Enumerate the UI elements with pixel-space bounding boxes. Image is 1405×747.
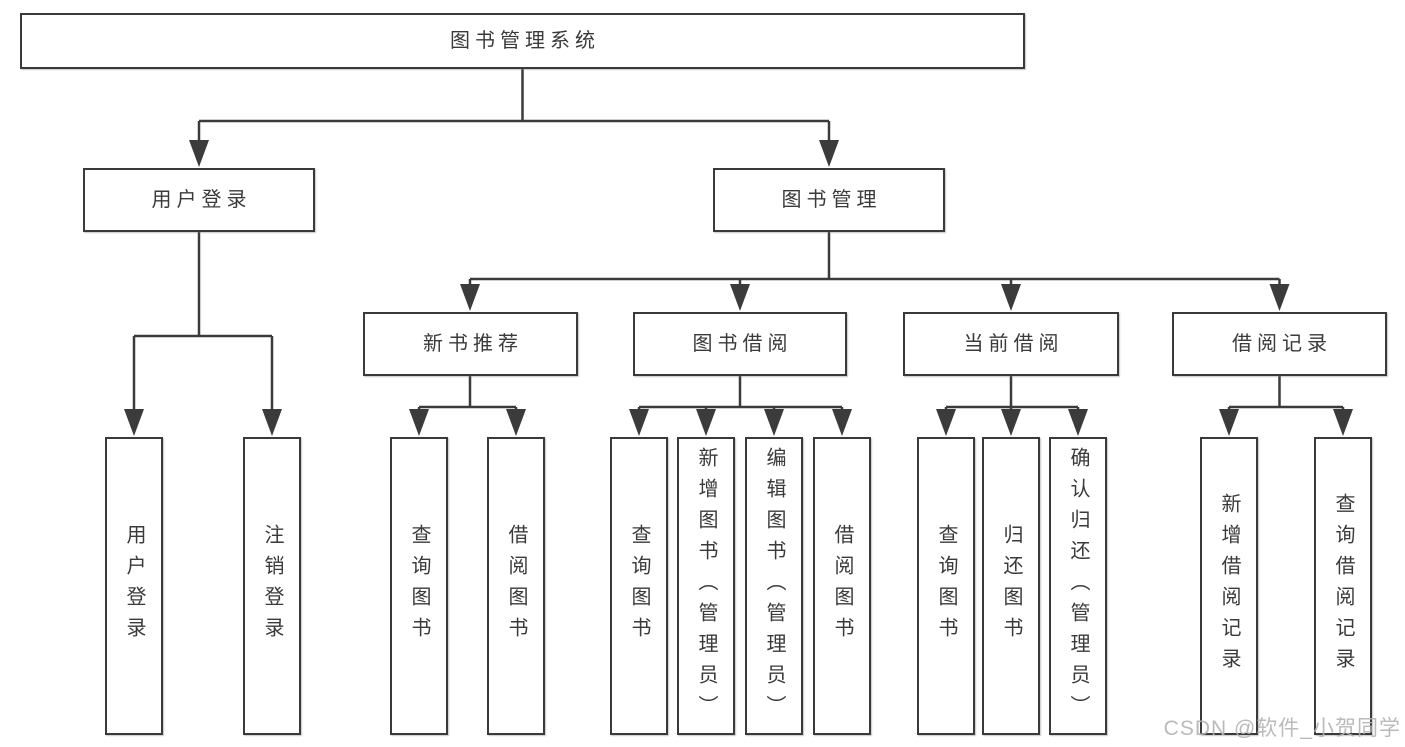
node-user-login: 用户登录 [83,168,315,232]
leaf-add-borrow-record: 新增借阅记录 [1200,437,1258,735]
csdn-watermark: CSDN @软件_小贺同学 [1163,717,1401,740]
node-new-book-recommend-label: 新书推荐 [423,333,523,355]
leaf-confirm-return-admin: 确认归还（管理员） [1049,437,1107,735]
leaf-recommend-borrow-books: 借阅图书 [487,437,545,735]
leaf-return-books-label: 归还图书 [1000,524,1022,648]
node-library-system: 图书管理系统 [20,13,1025,69]
leaf-recommend-query-books: 查询图书 [390,437,448,735]
node-current-borrowing-label: 当前借阅 [963,333,1064,355]
leaf-add-books-admin: 新增图书（管理员） [677,437,735,735]
leaf-current-query-books-label: 查询图书 [935,524,957,648]
leaf-recommend-query-books-label: 查询图书 [408,524,430,648]
leaf-query-borrow-record-label: 查询借阅记录 [1332,493,1354,679]
node-library-system-label: 图书管理系统 [450,30,600,52]
leaf-borrowing-borrow-books-label: 借阅图书 [831,524,853,648]
node-book-management-label: 图书管理 [781,189,882,211]
leaf-logout: 注销登录 [243,437,301,735]
node-borrow-records: 借阅记录 [1172,312,1387,376]
leaf-edit-books-admin-label: 编辑图书（管理员） [763,446,785,726]
node-new-book-recommend: 新书推荐 [363,312,578,376]
node-current-borrowing: 当前借阅 [903,312,1119,376]
node-book-borrowing-label: 图书借阅 [692,333,793,355]
node-borrow-records-label: 借阅记录 [1232,333,1332,355]
leaf-edit-books-admin: 编辑图书（管理员） [745,437,803,735]
leaf-query-borrow-record: 查询借阅记录 [1314,437,1372,735]
leaf-borrowing-borrow-books: 借阅图书 [813,437,871,735]
node-book-borrowing: 图书借阅 [633,312,847,376]
node-user-login-label: 用户登录 [151,189,252,211]
leaf-borrowing-query-books: 查询图书 [610,437,668,735]
leaf-return-books: 归还图书 [982,437,1040,735]
leaf-confirm-return-admin-label: 确认归还（管理员） [1067,446,1089,726]
leaf-borrowing-query-books-label: 查询图书 [628,524,650,648]
node-book-management: 图书管理 [713,168,945,232]
leaf-user-login-label: 用户登录 [123,524,145,648]
leaf-recommend-borrow-books-label: 借阅图书 [505,524,527,648]
leaf-user-login: 用户登录 [105,437,163,735]
leaf-add-borrow-record-label: 新增借阅记录 [1218,493,1240,679]
arrowheads [124,140,1353,436]
leaf-current-query-books: 查询图书 [917,437,975,735]
leaf-logout-label: 注销登录 [261,524,283,648]
leaf-add-books-admin-label: 新增图书（管理员） [695,446,717,726]
